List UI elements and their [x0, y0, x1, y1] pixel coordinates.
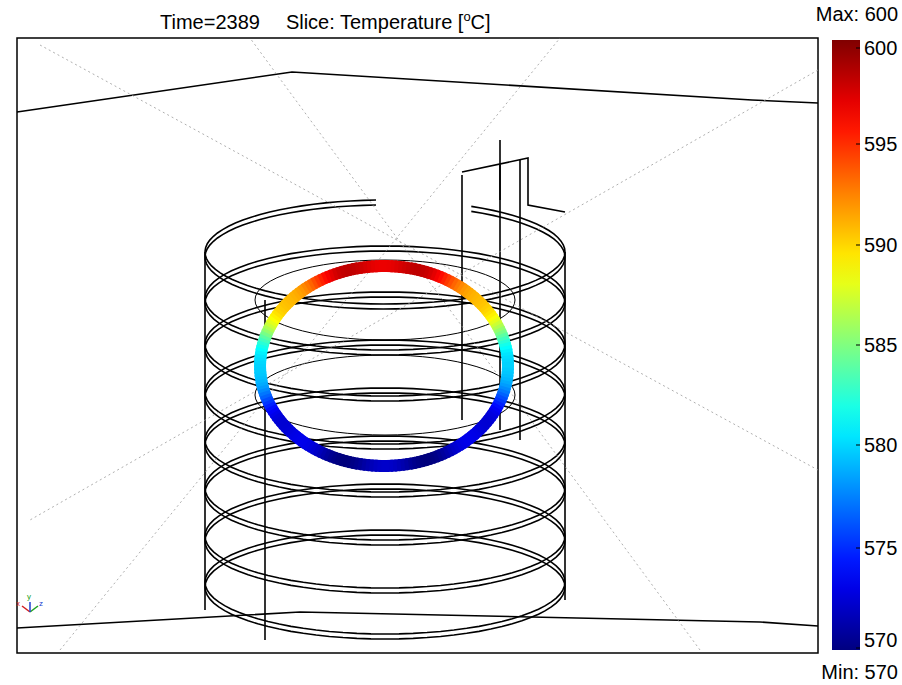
coil-edge — [519, 160, 521, 440]
coil-turn — [205, 388, 565, 492]
axis-letter: x — [16, 600, 20, 608]
colorbar-tick — [856, 345, 860, 346]
title-text: o — [463, 10, 470, 23]
coil-turn — [205, 484, 565, 588]
title-text: C] — [471, 12, 491, 32]
coil-turn — [205, 340, 565, 444]
tick-label: 580 — [864, 435, 897, 455]
max-label: Max: 600 — [816, 4, 898, 24]
coil-turn — [205, 436, 565, 540]
plot-frame — [17, 38, 818, 653]
coil-turn — [205, 489, 565, 593]
coil-turn — [205, 297, 565, 401]
coil-turn — [205, 530, 565, 634]
tick-label: 570 — [864, 630, 897, 650]
inner-outline — [255, 260, 515, 340]
colorbar-tick — [856, 445, 860, 446]
tick-label: 575 — [864, 538, 897, 558]
colorbar-ticks — [856, 48, 860, 648]
inner-outline — [255, 355, 515, 435]
domain-diagonal — [30, 38, 818, 650]
tick-label: 595 — [864, 134, 897, 154]
coil-turn — [205, 292, 565, 396]
min-label: Min: 570 — [821, 662, 898, 682]
colorbar — [832, 40, 860, 650]
coil-wireframe — [17, 72, 818, 640]
tick-label: 600 — [864, 38, 897, 58]
title-text: Slice: Temperature [ — [286, 12, 464, 32]
tick-label: 590 — [864, 235, 897, 255]
coil-edge — [461, 175, 463, 420]
coil-turn — [205, 393, 565, 497]
domain-edge — [17, 72, 818, 112]
colorbar-tick — [856, 144, 860, 145]
tick-label: 585 — [864, 335, 897, 355]
plot-title: Time=2389 Slice: Temperature [oC] — [160, 6, 491, 32]
coil-turn — [205, 535, 565, 639]
ring-segment — [502, 362, 514, 367]
axis-letter: z — [39, 600, 43, 608]
axis-letter: y — [27, 593, 31, 601]
temperature-ring — [260, 266, 508, 466]
colorbar-tick — [856, 648, 860, 649]
coil-turn — [205, 205, 565, 309]
coil-turn — [205, 345, 565, 449]
coil-turn — [205, 200, 565, 304]
time-label: Time=2389 — [160, 12, 260, 32]
coil-turn — [205, 246, 565, 350]
coil-end — [462, 158, 565, 212]
domain-edge — [17, 612, 818, 628]
colorbar-tick — [856, 245, 860, 246]
colorbar-tick — [856, 548, 860, 549]
coil-edge — [564, 252, 566, 600]
coil-edge — [204, 252, 206, 610]
axis-triad — [22, 602, 38, 612]
colorbar-tick — [856, 48, 860, 49]
